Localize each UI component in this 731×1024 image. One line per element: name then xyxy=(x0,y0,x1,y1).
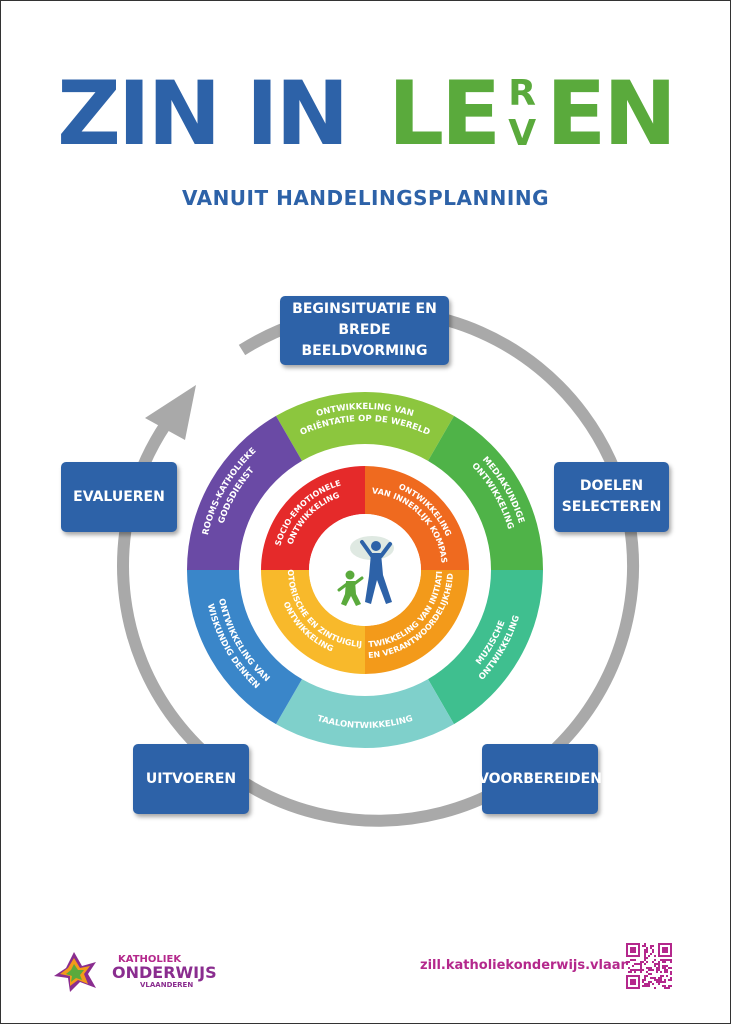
step-doelen-button[interactable]: DOELEN SELECTEREN xyxy=(554,462,669,532)
step-evalueren-button[interactable]: EVALUEREN xyxy=(61,462,177,532)
katholiek-onderwijs-logo[interactable]: KATHOLIEK ONDERWIJS VLAANDEREN xyxy=(52,950,172,994)
step-evalueren-label: EVALUEREN xyxy=(73,487,165,508)
step-voorbereiden-button[interactable]: VOORBEREIDEN xyxy=(482,744,598,814)
logo-line3: VLAANDEREN xyxy=(140,981,193,989)
step-uitvoeren-button[interactable]: UITVOEREN xyxy=(133,744,249,814)
qr-code-icon[interactable] xyxy=(626,943,672,989)
logo-star-icon xyxy=(52,950,112,994)
cycle-arrow-icon xyxy=(145,385,196,440)
step-uitvoeren-label: UITVOEREN xyxy=(146,769,236,790)
step-beginsituatie-button[interactable]: BEGINSITUATIE EN BREDE BEELDVORMING xyxy=(280,296,449,365)
step-doelen-label: DOELEN SELECTEREN xyxy=(562,476,662,518)
logo-line2: ONDERWIJS xyxy=(112,963,217,982)
step-beginsituatie-label: BEGINSITUATIE EN BREDE BEELDVORMING xyxy=(280,299,449,362)
center-disc xyxy=(309,514,421,626)
step-voorbereiden-label: VOORBEREIDEN xyxy=(478,769,602,790)
